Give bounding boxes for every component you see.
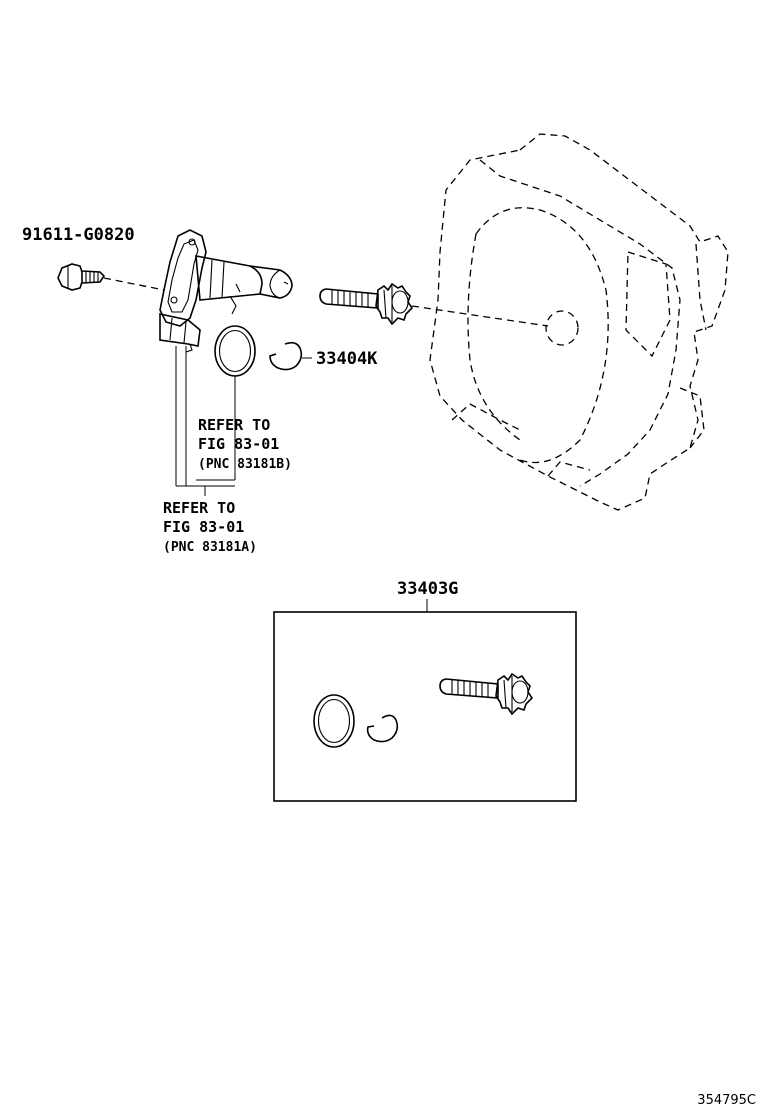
bolt	[57, 263, 106, 291]
kit-part-number: 33403G	[397, 579, 458, 599]
oring-ref-line3: (PNC 83181B)	[198, 457, 292, 472]
clip-part-number: 33404K	[316, 349, 378, 369]
sensor-ref-line3: (PNC 83181A)	[163, 540, 257, 555]
driven-gear	[319, 282, 414, 326]
kit-o-ring	[313, 694, 355, 748]
oring-ref-line1: REFER TO	[198, 416, 270, 434]
image-id: 354795C	[697, 1093, 756, 1108]
bolt-centerline	[103, 277, 165, 291]
bolt-part-number: 91611-G0820	[22, 225, 135, 245]
kit-box	[273, 611, 577, 802]
gear-centerline	[411, 305, 549, 327]
sensor-ref-line2: FIG 83-01	[163, 518, 244, 536]
oring-ref-line2: FIG 83-01	[198, 435, 279, 453]
speed-sensor	[159, 229, 293, 353]
kit-clip	[366, 714, 399, 743]
o-ring	[214, 325, 256, 377]
transmission-case-outline	[429, 133, 729, 511]
reference-leaders	[175, 346, 236, 496]
sensor-ref-line1: REFER TO	[163, 499, 235, 517]
clip	[269, 341, 303, 371]
kit-driven-gear	[439, 672, 534, 716]
